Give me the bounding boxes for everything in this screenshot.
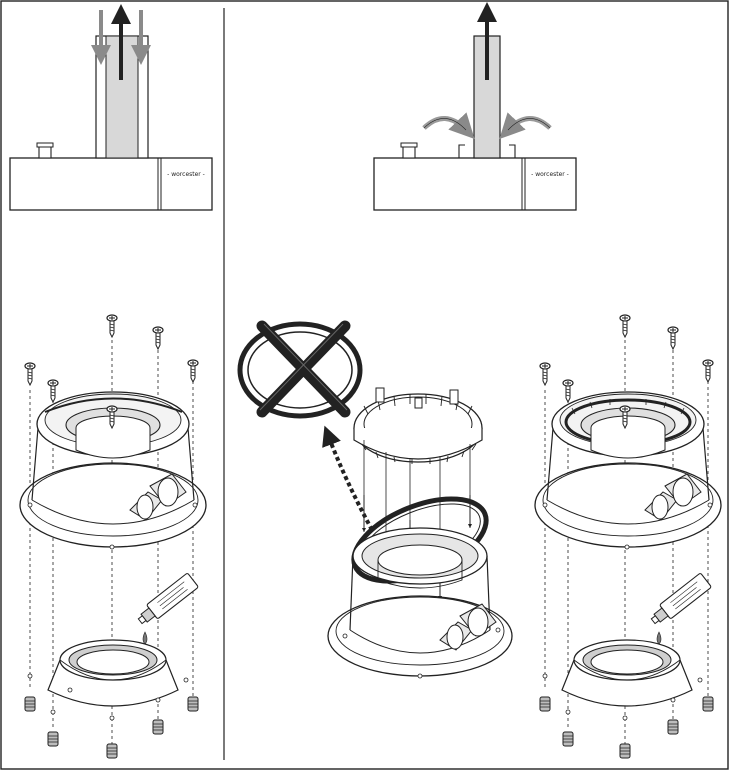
old-seal-crossed <box>237 320 363 419</box>
screw-icon <box>47 379 59 403</box>
adaptor-assembly-left <box>19 314 207 759</box>
boiler-left: - worcester - <box>9 142 213 211</box>
wall-plug-icon <box>187 696 199 712</box>
test-point <box>129 473 187 521</box>
brand-label-left: - worcester - <box>167 171 205 178</box>
screw-icon <box>539 362 551 386</box>
cross-out-icon <box>256 320 351 418</box>
screw-icon <box>24 362 36 386</box>
wall-plug-icon <box>24 696 36 712</box>
sealant-tube-icon <box>650 573 712 625</box>
screw-icon <box>187 359 199 383</box>
brand-label-right: - worcester - <box>531 171 569 178</box>
wall-plug-icon <box>667 719 679 735</box>
adaptor-body-middle <box>327 527 513 679</box>
wall-plug-icon <box>47 731 59 747</box>
screw-icon <box>702 359 714 383</box>
screw-icon <box>562 379 574 403</box>
adaptor-assembly-right <box>534 314 722 759</box>
wall-plug-icon <box>702 696 714 712</box>
boiler-right: - worcester - <box>373 142 577 211</box>
screw-icon <box>106 314 118 338</box>
wall-plug-icon <box>619 743 631 759</box>
sealant-tube-icon <box>137 573 199 625</box>
screw-icon <box>152 326 164 350</box>
screw-icon <box>667 326 679 350</box>
test-point <box>439 603 497 651</box>
test-point <box>644 473 702 521</box>
wall-plug-icon <box>106 743 118 759</box>
wall-plug-icon <box>152 719 164 735</box>
screw-icon <box>619 314 631 338</box>
wall-plug-icon <box>562 731 574 747</box>
flow-arrow-icon <box>322 425 374 531</box>
wall-plug-icon <box>539 696 551 712</box>
